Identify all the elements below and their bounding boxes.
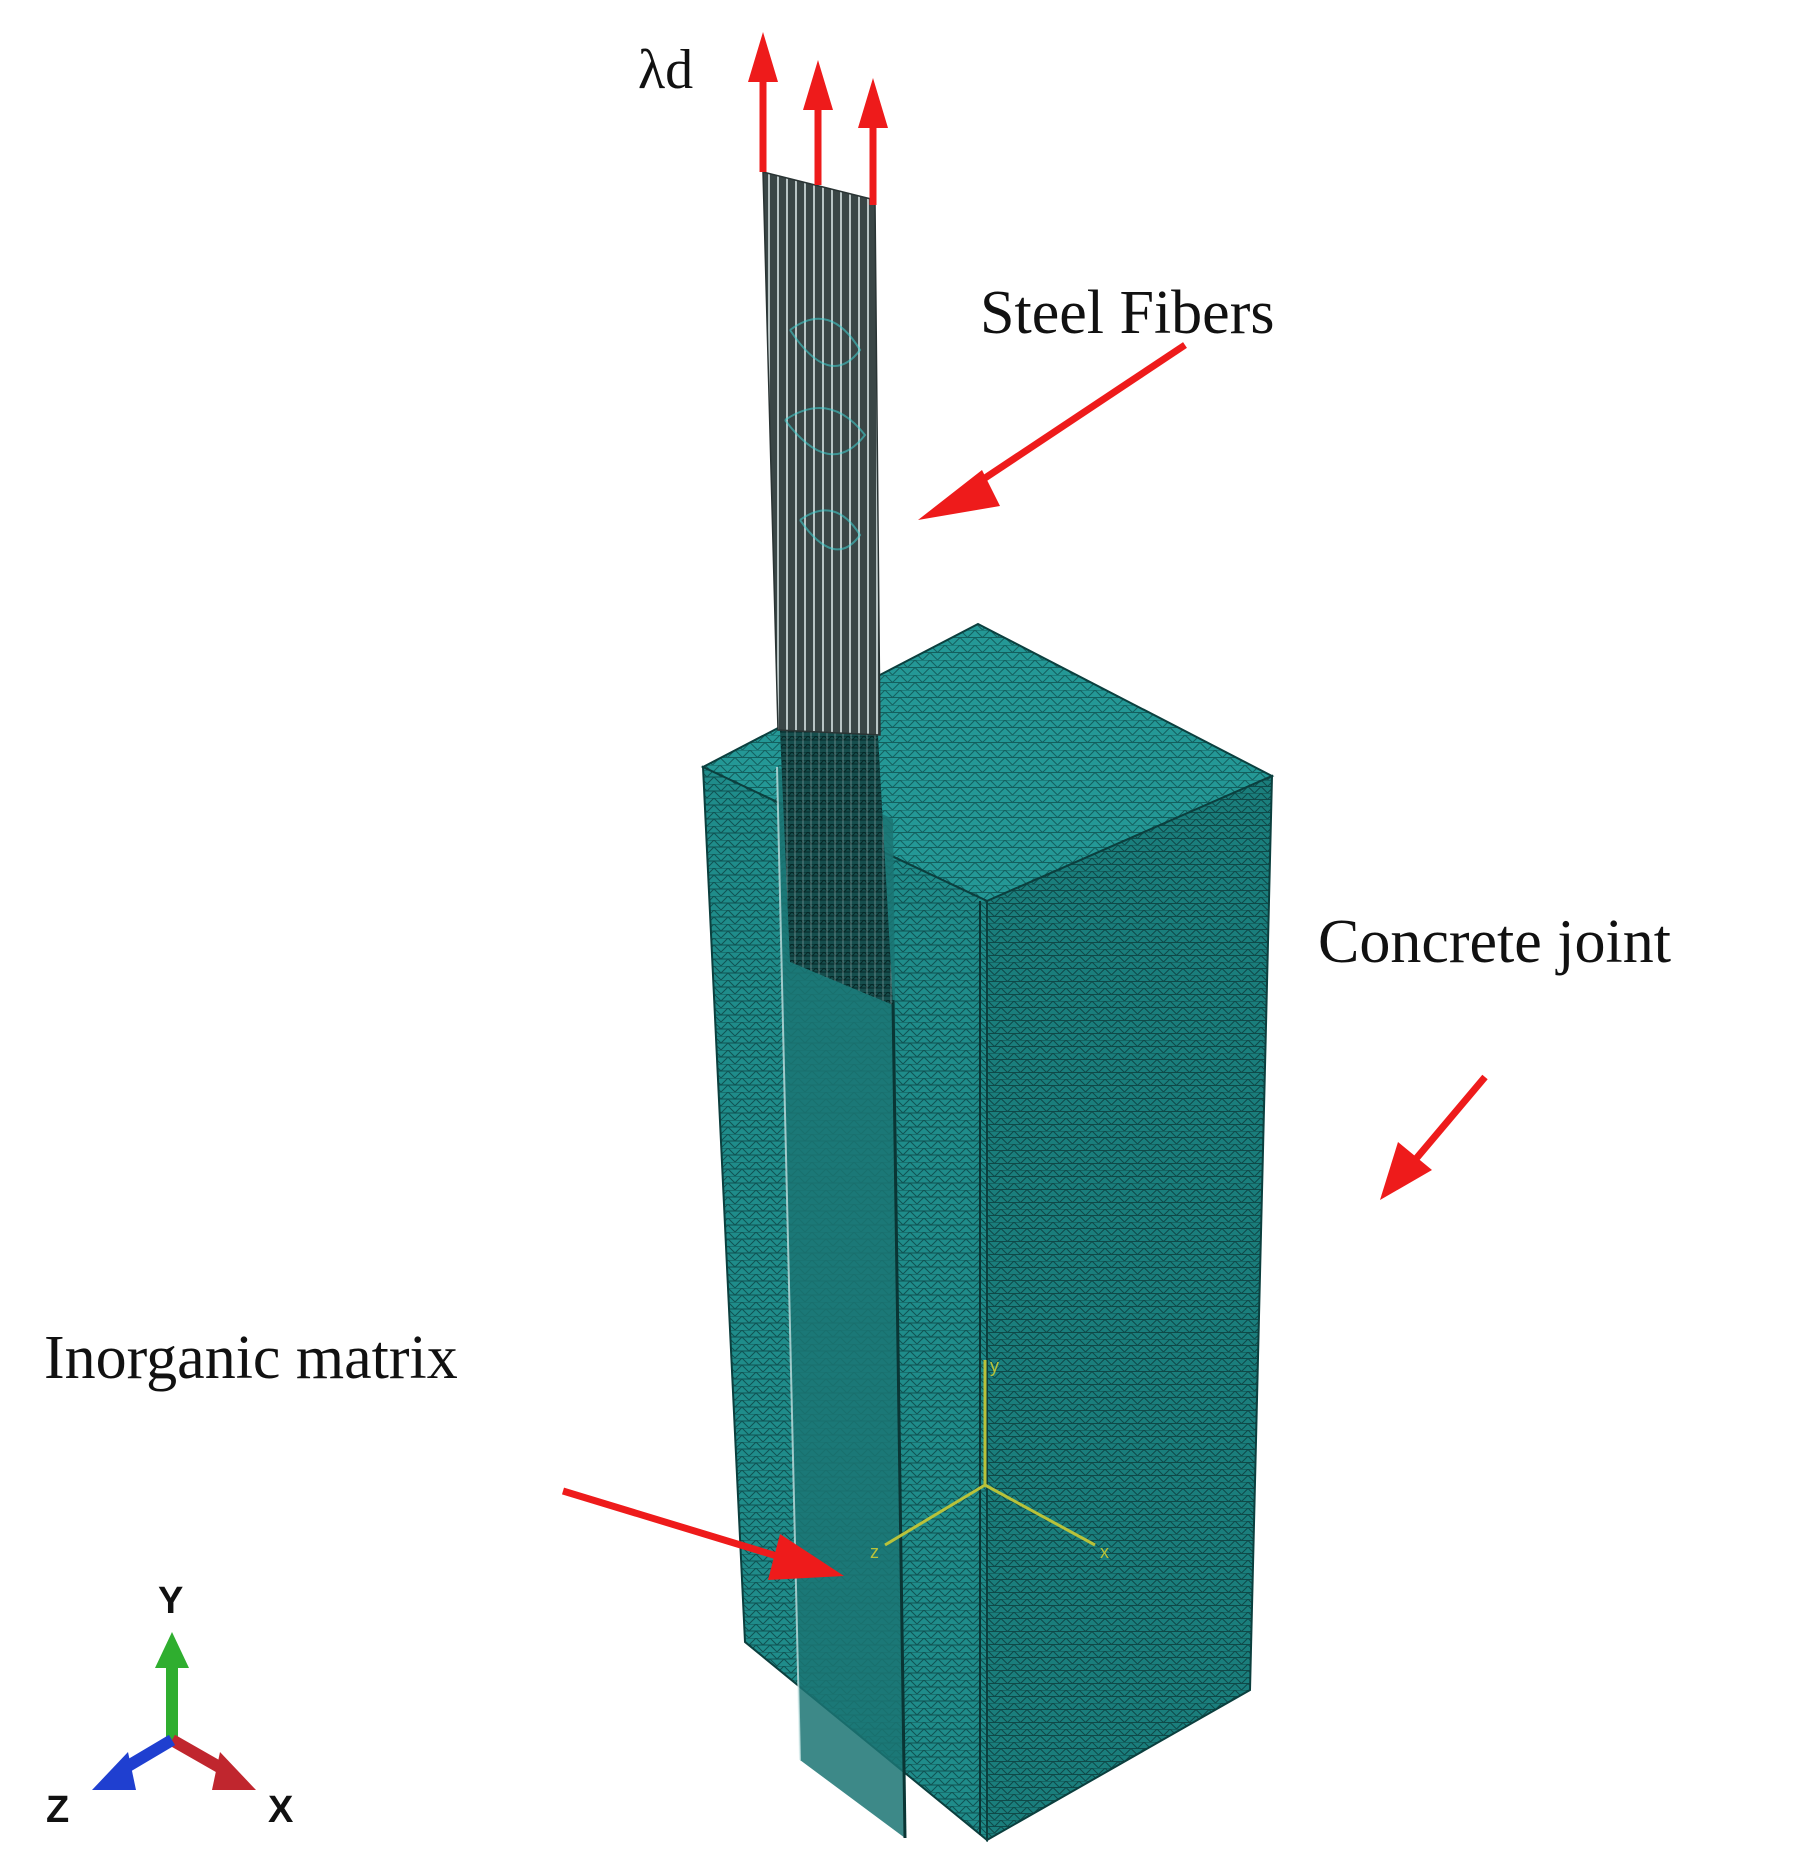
steel-fibers-pointer [918, 342, 1187, 520]
groove-edge-right [891, 999, 907, 1839]
triad-y-arrow-icon [155, 1632, 189, 1668]
steel-fibers-label: Steel Fibers [980, 279, 1274, 347]
inorganic-matrix-label: Inorganic matrix [44, 1324, 458, 1392]
triad-z-arrow-icon [92, 1752, 136, 1790]
groove-edge-left [776, 766, 801, 1761]
concrete-joint-label: Concrete joint [1318, 908, 1671, 976]
steel-fiber-bundle [762, 171, 881, 736]
steel-fibers [762, 171, 881, 736]
local-csys-y-label: y [990, 1356, 999, 1376]
fiber-rings [784, 317, 867, 551]
local-csys: y x z [870, 1356, 1109, 1562]
embedded-fiber-slot [780, 730, 893, 1005]
triad-x-label: X [268, 1789, 294, 1831]
load-arrow-2 [803, 60, 833, 185]
triad-y-label: Y [158, 1580, 183, 1622]
load-label: λd [638, 39, 693, 101]
local-csys-z-label: z [870, 1542, 879, 1562]
annotation-arrows [561, 342, 1488, 1580]
axis-triad: Y Z X [46, 1580, 294, 1831]
concrete-block [700, 622, 1275, 1843]
concrete-joint-pointer [1380, 1074, 1488, 1200]
local-csys-x-label: x [1100, 1542, 1109, 1562]
triad-x-arrow-icon [212, 1752, 256, 1790]
load-arrow-1 [748, 32, 778, 172]
load-arrow-3 [858, 78, 888, 205]
inorganic-matrix-pointer [561, 1487, 844, 1580]
triad-z-label: Z [46, 1789, 69, 1831]
load-arrows [748, 32, 888, 205]
block-right-face [986, 774, 1274, 1842]
